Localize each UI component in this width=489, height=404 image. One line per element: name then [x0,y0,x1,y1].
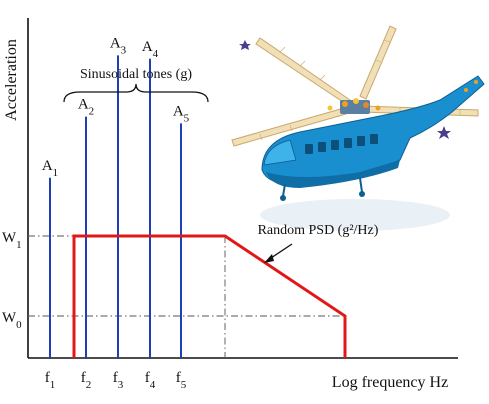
tone-amplitude-label-5: A5 [173,103,190,124]
tone-frequency-label-1: f1 [45,370,56,391]
random-psd-profile [72,234,347,358]
guide-lines [28,235,345,358]
helicopter-windows [305,134,378,154]
helicopter-illustration [231,25,485,231]
tone-labels: A1 f1 A2 f2 A3 f3 A4 f4 A5 f5 [42,35,190,391]
tone-amplitude-label-4: A4 [142,39,159,60]
tone-frequency-label-2: f2 [81,370,92,391]
tone-frequency-label-4: f4 [145,370,156,391]
brace-icon [63,83,209,103]
rotor-hub-icon [327,98,381,114]
sinusoidal-tones [49,55,182,358]
level-label-w1: W1 [2,230,22,251]
psd-arrow [264,243,293,263]
psd-label: Random PSD (g²/Hz) [258,223,379,238]
axes [27,18,458,359]
sensor-marker-icon [239,40,451,139]
brace-label: Sinusoidal tones (g) [80,67,192,82]
x-axis-label: Log frequency Hz [332,374,448,391]
psd-line [72,234,347,358]
y-axis-label: Acceleration [3,39,20,121]
helicopter-fuselage [261,75,485,185]
rotor-blades-icon [231,25,479,147]
tone-amplitude-label-1: A1 [42,158,58,179]
tone-amplitude-label-2: A2 [78,97,94,118]
tone-amplitude-label-3: A3 [110,35,127,56]
tone-frequency-label-3: f3 [113,370,124,391]
level-label-w0: W0 [2,310,22,331]
tone-frequency-label-5: f5 [176,370,187,391]
tones-brace [63,83,209,103]
